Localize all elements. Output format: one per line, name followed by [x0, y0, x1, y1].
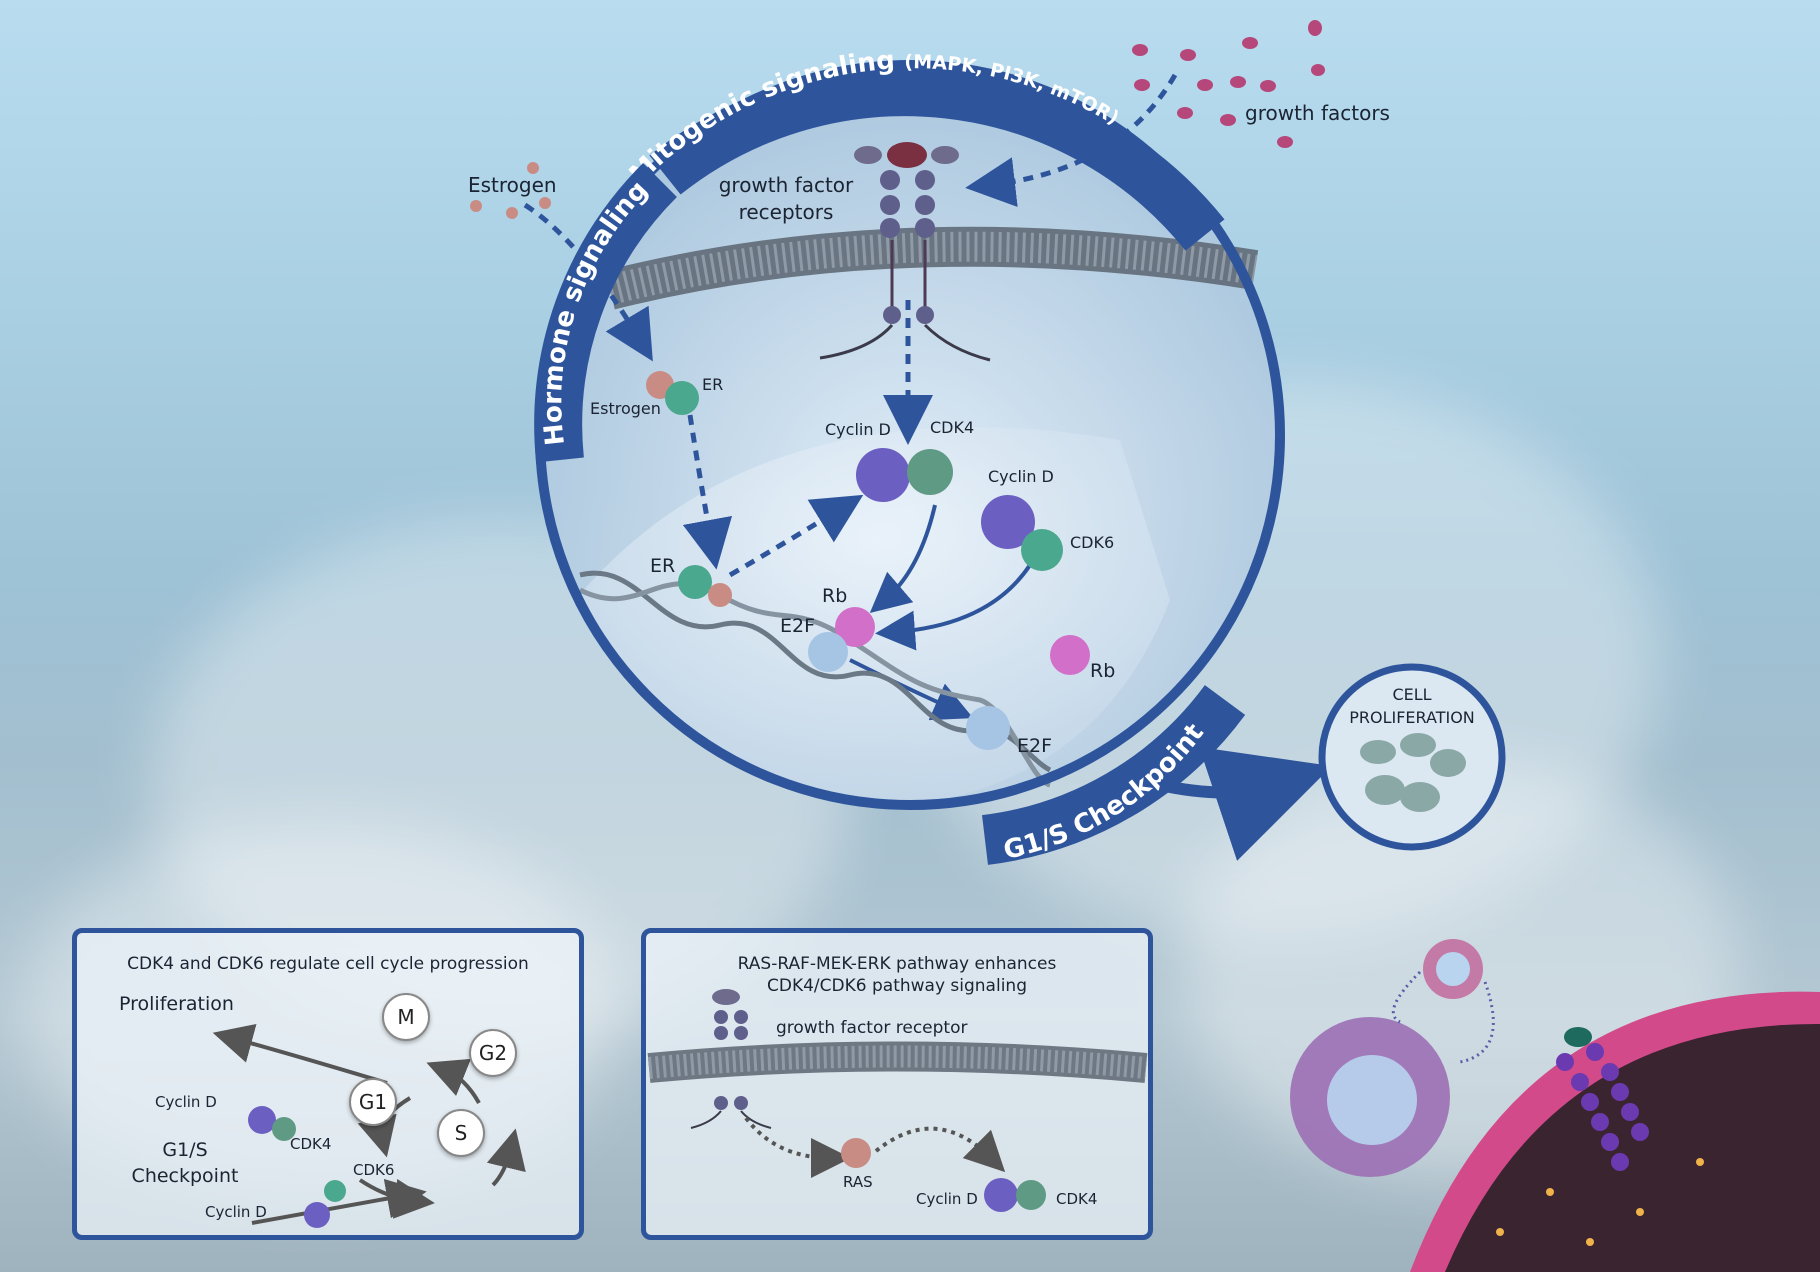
er-top-label: ER: [702, 375, 723, 394]
cyclin-d-label-panel2: Cyclin D: [916, 1190, 978, 1208]
e2f-bound-label: E2F: [780, 615, 815, 637]
cell-proliferation-circle: [1318, 663, 1506, 851]
growth-factor-molecules: [1132, 20, 1325, 148]
growth-factor-receptor: [819, 142, 991, 362]
phase-s: S: [437, 1109, 485, 1157]
cell-illustration: [1290, 939, 1820, 1272]
ligand-icon: [1564, 1027, 1592, 1047]
cyclin-d-label-a: Cyclin D: [155, 1093, 217, 1111]
panel-receptor-icon: [690, 989, 772, 1129]
rb-bound-protein: [835, 607, 875, 647]
cyclin-d-cdk6-icon: [304, 1180, 346, 1228]
cyclin-d-cdk6-complex: [981, 495, 1063, 571]
estrogen-er-complex-top: [646, 371, 699, 415]
er-dna-label: ER: [650, 555, 675, 577]
cdk4-phosphorylation-arrow: [869, 504, 937, 614]
receptors-label-line2: receptors: [739, 200, 834, 224]
ras-pathway-graph: [647, 989, 1148, 1212]
ras-protein: [841, 1138, 871, 1168]
cyclin-d-label-2: Cyclin D: [988, 467, 1054, 486]
phase-g2: G2: [469, 1029, 517, 1077]
phase-g1: G1: [349, 1078, 397, 1126]
cyclin-d-cdk4-complex: [856, 448, 953, 502]
mitogenic-banner: [649, 66, 1225, 251]
er-on-dna: [678, 565, 732, 607]
e2f-free-protein: [966, 706, 1010, 750]
membrane-receptor-icon: [1556, 1043, 1649, 1171]
ras-panel-title-2: CDK4/CDK6 pathway signaling: [767, 976, 1027, 996]
cdk6-label: CDK6: [1070, 533, 1114, 552]
cyclin-d-label-b: Cyclin D: [205, 1203, 267, 1221]
checkpoint-label-1: G1/S: [162, 1139, 208, 1161]
proliferation-label: Proliferation: [119, 993, 234, 1015]
growth-factor-binding-arrow: [965, 73, 1178, 207]
checkpoint-banner: [981, 684, 1246, 865]
receptors-label-line1: growth factor: [719, 173, 854, 197]
cyclin-d-label-1: Cyclin D: [825, 420, 891, 439]
cell-cycle-panel-title: CDK4 and CDK6 regulate cell cycle progre…: [127, 954, 529, 974]
e2f-release-arrow: [849, 658, 974, 721]
panel-membrane: [647, 1041, 1148, 1083]
rb-free-label: Rb: [1090, 660, 1115, 682]
er-cyclin-induction-arrow: [728, 494, 864, 578]
cdk4-label-panel2: CDK4: [1056, 1190, 1098, 1208]
estrogen-molecules: [470, 162, 551, 219]
cdk6-label-panel: CDK6: [353, 1161, 395, 1179]
phase-m: M: [382, 993, 430, 1041]
cell-membrane: [605, 226, 1259, 310]
proliferating-cells: [1360, 733, 1466, 812]
vesicle-core: [1327, 1055, 1417, 1145]
panel-cyclin-d-cdk4: [984, 1178, 1046, 1212]
ras-label: RAS: [843, 1173, 873, 1191]
cell-cycle-panel: CDK4 and CDK6 regulate cell cycle progre…: [72, 928, 584, 1240]
hormone-banner: [534, 162, 678, 463]
cell-cycle-graph: [212, 1023, 526, 1228]
vesicle-small-core: [1436, 952, 1470, 986]
cell-label: CELL: [1392, 685, 1431, 704]
estrogen-outside-label: Estrogen: [468, 173, 557, 197]
cyclin-d-cdk4-icon: [248, 1106, 296, 1141]
vesicle-link: [1391, 970, 1422, 1024]
cdk4-label-panel: CDK4: [290, 1135, 332, 1153]
e2f-bound-protein: [808, 632, 848, 672]
e2f-free-label: E2F: [1017, 735, 1052, 757]
cdk4-label: CDK4: [930, 418, 974, 437]
growth-factors-label: growth factors: [1245, 101, 1390, 125]
ras-panel-title-1: RAS-RAF-MEK-ERK pathway enhances: [737, 954, 1057, 974]
er-translocation-arrow: [682, 414, 733, 570]
proliferation-outcome-label: PROLIFERATION: [1349, 708, 1475, 727]
rb-free-protein: [1050, 635, 1090, 675]
receptor-label-panel: growth factor receptor: [776, 1018, 968, 1038]
cell-interior: [1445, 1023, 1820, 1272]
checkpoint-label-2: Checkpoint: [131, 1165, 239, 1187]
rb-bound-label: Rb: [822, 585, 847, 607]
cdk6-phosphorylation-arrow: [875, 563, 1032, 651]
proliferation-arrow: [1158, 747, 1332, 861]
estrogen-bound-label: Estrogen: [590, 399, 661, 418]
ras-pathway-panel: RAS-RAF-MEK-ERK pathway enhances CDK4/CD…: [641, 928, 1153, 1240]
